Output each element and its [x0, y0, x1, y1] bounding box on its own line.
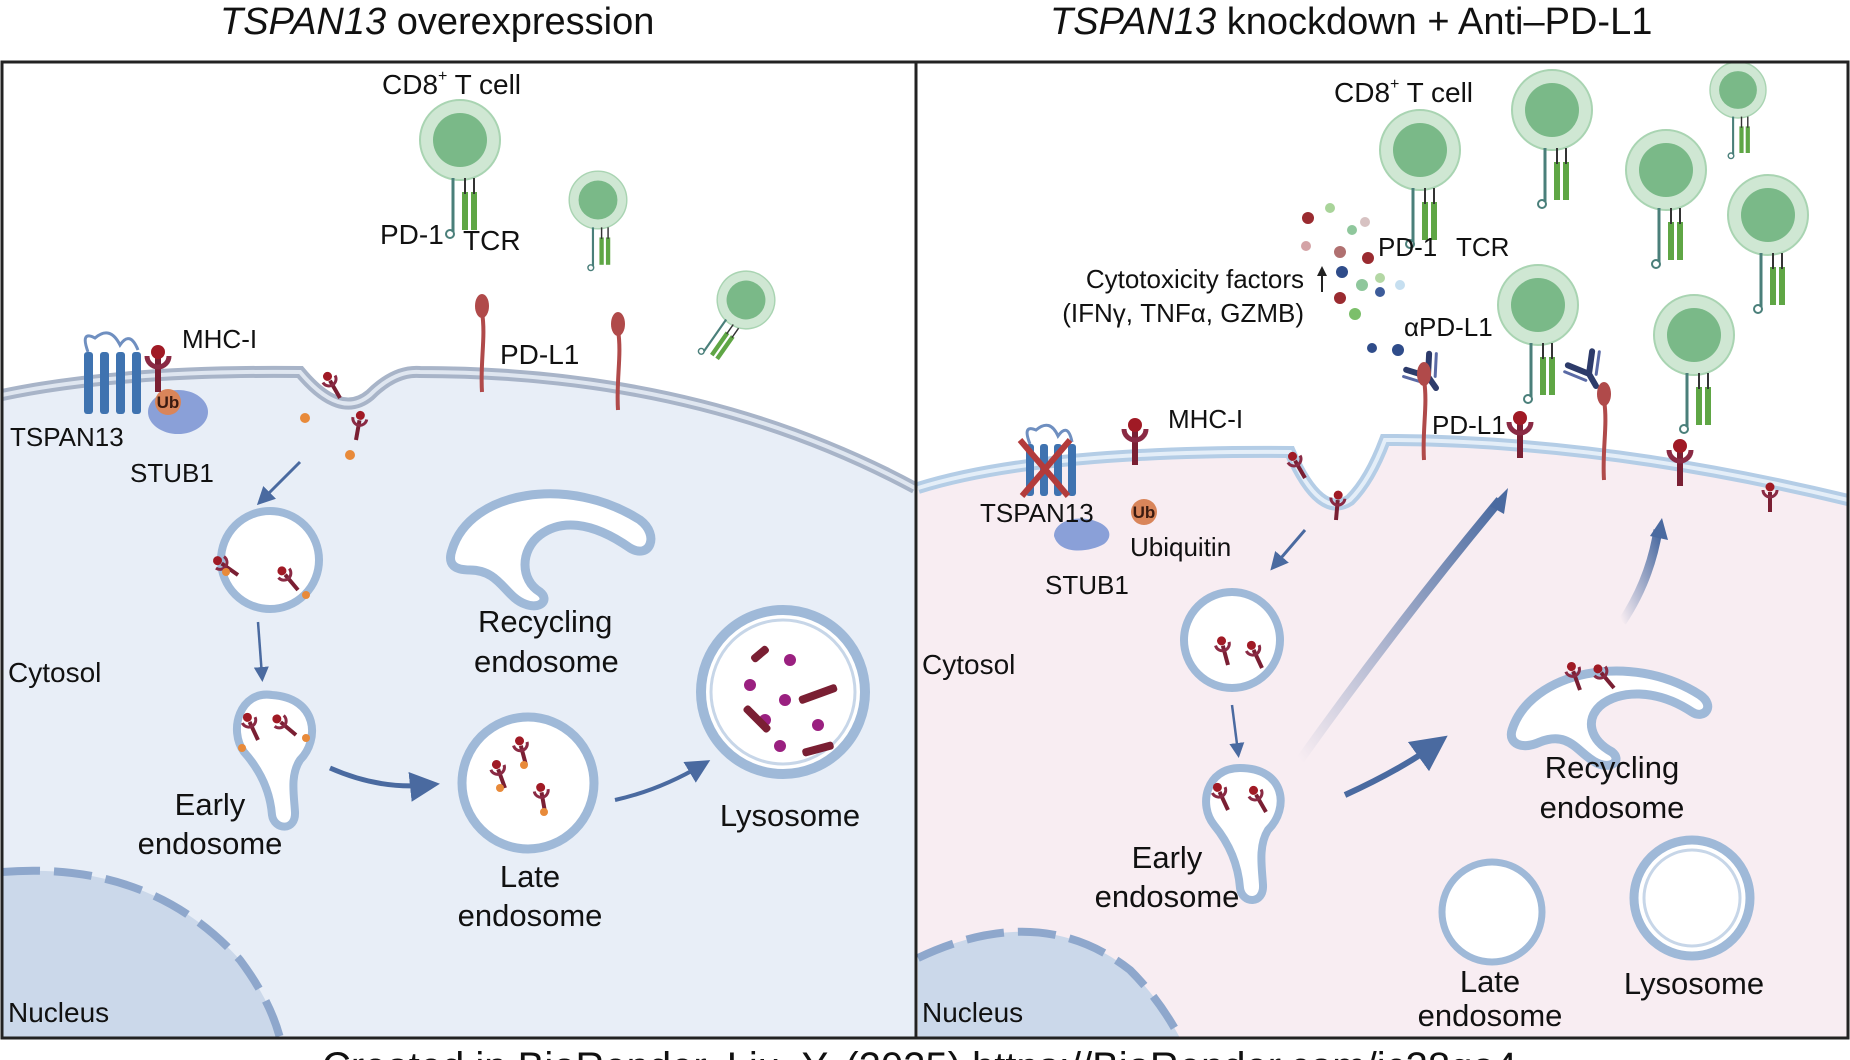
left-lysosome-label: Lysosome: [720, 798, 860, 833]
right-tspan-label: TSPAN13: [980, 498, 1094, 528]
left-cytosol-label: Cytosol: [8, 657, 101, 688]
left-tspan-label: TSPAN13: [10, 422, 124, 452]
right-panel-title: TSPAN13 knockdown + Anti–PD-L1: [1050, 1, 1652, 43]
left-recycling-label-2: endosome: [474, 644, 619, 679]
left-panel: Ub: [0, 68, 918, 1040]
left-cd8-label: CD8+ T cell: [382, 68, 521, 100]
left-tspan13-protein: [83, 331, 141, 414]
right-late-label-1: Late: [1460, 964, 1520, 999]
right-tcell-4: [1624, 128, 1708, 270]
right-recycling-endosome: [1506, 666, 1713, 770]
right-recycling-label-2: endosome: [1540, 790, 1685, 825]
right-cytotox-label-2: (IFNγ, TNFα, GZMB): [1062, 298, 1304, 328]
right-endocytic-vesicle: [1180, 588, 1284, 692]
left-cd8-text: CD8: [382, 69, 438, 100]
right-cytotox-label-1: Cytotoxicity factors: [1086, 264, 1304, 294]
left-pdl1-label: PD-L1: [500, 339, 579, 370]
right-lysosome-label: Lysosome: [1624, 966, 1764, 1001]
left-stub-label: STUB1: [130, 458, 214, 488]
right-ubiquitin-label: Ubiquitin: [1130, 532, 1231, 562]
right-apdl1-label: αPD-L1: [1404, 312, 1493, 342]
left-cd8-rest: T cell: [447, 69, 521, 100]
right-panel: Ub CD8+ T cell PD-1 TCR Cytotoxicity fac…: [916, 60, 1850, 1040]
right-tcell-6: [1496, 263, 1580, 405]
right-early-label-2: endosome: [1095, 879, 1240, 914]
right-mhc-label: MHC-I: [1168, 404, 1243, 434]
right-tspan13-knockdown: [1017, 423, 1076, 498]
right-title-gene: TSPAN13: [1050, 1, 1216, 43]
left-panel-title: TSPAN13 overexpression: [220, 1, 654, 43]
right-cd8-rest: T cell: [1399, 77, 1473, 108]
footer-credit: Created in BioRender. Liu, Y. (2025) htt…: [322, 1045, 1517, 1060]
right-stub1: [1054, 518, 1110, 551]
right-lysosome: [1629, 835, 1755, 961]
right-panel-frame: [914, 60, 1850, 1040]
right-nucleus-label: Nucleus: [922, 997, 1023, 1028]
right-tcr-label: TCR: [1456, 232, 1509, 262]
left-pd1-label: PD-1: [380, 219, 444, 250]
right-cytosol: [918, 440, 1848, 1038]
right-tcell-1: [1378, 108, 1462, 250]
left-tcell-3: [680, 258, 788, 376]
right-cytosol-label: Cytosol: [922, 649, 1015, 680]
right-title-rest: knockdown + Anti–PD-L1: [1216, 1, 1652, 43]
left-nucleus-label: Nucleus: [8, 997, 109, 1028]
left-lysosome: [696, 605, 870, 779]
right-tcell-2: [1510, 68, 1594, 210]
left-early-label-2: endosome: [138, 826, 283, 861]
left-late-label-2: endosome: [458, 898, 603, 933]
left-cd8-sup: +: [438, 68, 447, 85]
left-ub-badge: [155, 389, 181, 415]
left-title-rest: overexpression: [386, 1, 654, 43]
left-late-label-1: Late: [500, 859, 560, 894]
left-recycling-endosome: [446, 489, 656, 611]
right-cd8-label: CD8+ T cell: [1334, 76, 1473, 108]
right-late-endosome: [1438, 858, 1546, 966]
left-early-endosome: [232, 690, 317, 831]
right-ub-badge: [1131, 499, 1157, 525]
left-tcell-1: [418, 98, 502, 240]
right-recycling-label-1: Recycling: [1545, 750, 1679, 785]
right-tcell-3: [1708, 60, 1768, 160]
left-ub-text: Ub: [157, 393, 180, 412]
right-tcell-5: [1726, 173, 1810, 315]
left-title-gene: TSPAN13: [220, 1, 386, 43]
right-cd8-text: CD8: [1334, 77, 1390, 108]
left-tcr-label: TCR: [463, 225, 521, 256]
left-early-label-1: Early: [175, 787, 246, 822]
right-nucleus: [918, 931, 1180, 1038]
left-tcell-2: [568, 170, 628, 272]
right-pdl1-label: PD-L1: [1432, 410, 1506, 440]
left-recycling-label-1: Recycling: [478, 604, 612, 639]
left-mhc-label: MHC-I: [182, 324, 257, 354]
right-ub-text: Ub: [1133, 503, 1156, 522]
left-nucleus: [2, 870, 280, 1038]
right-stub-label: STUB1: [1045, 570, 1129, 600]
right-pd1-label: PD-1: [1378, 232, 1437, 262]
right-late-label-2: endosome: [1418, 998, 1563, 1033]
left-late-endosome: [457, 712, 599, 854]
cytotoxic-particles: [1301, 203, 1405, 356]
right-tcell-7: [1652, 293, 1736, 435]
right-early-label-1: Early: [1132, 840, 1203, 875]
right-cd8-sup: +: [1390, 76, 1399, 93]
